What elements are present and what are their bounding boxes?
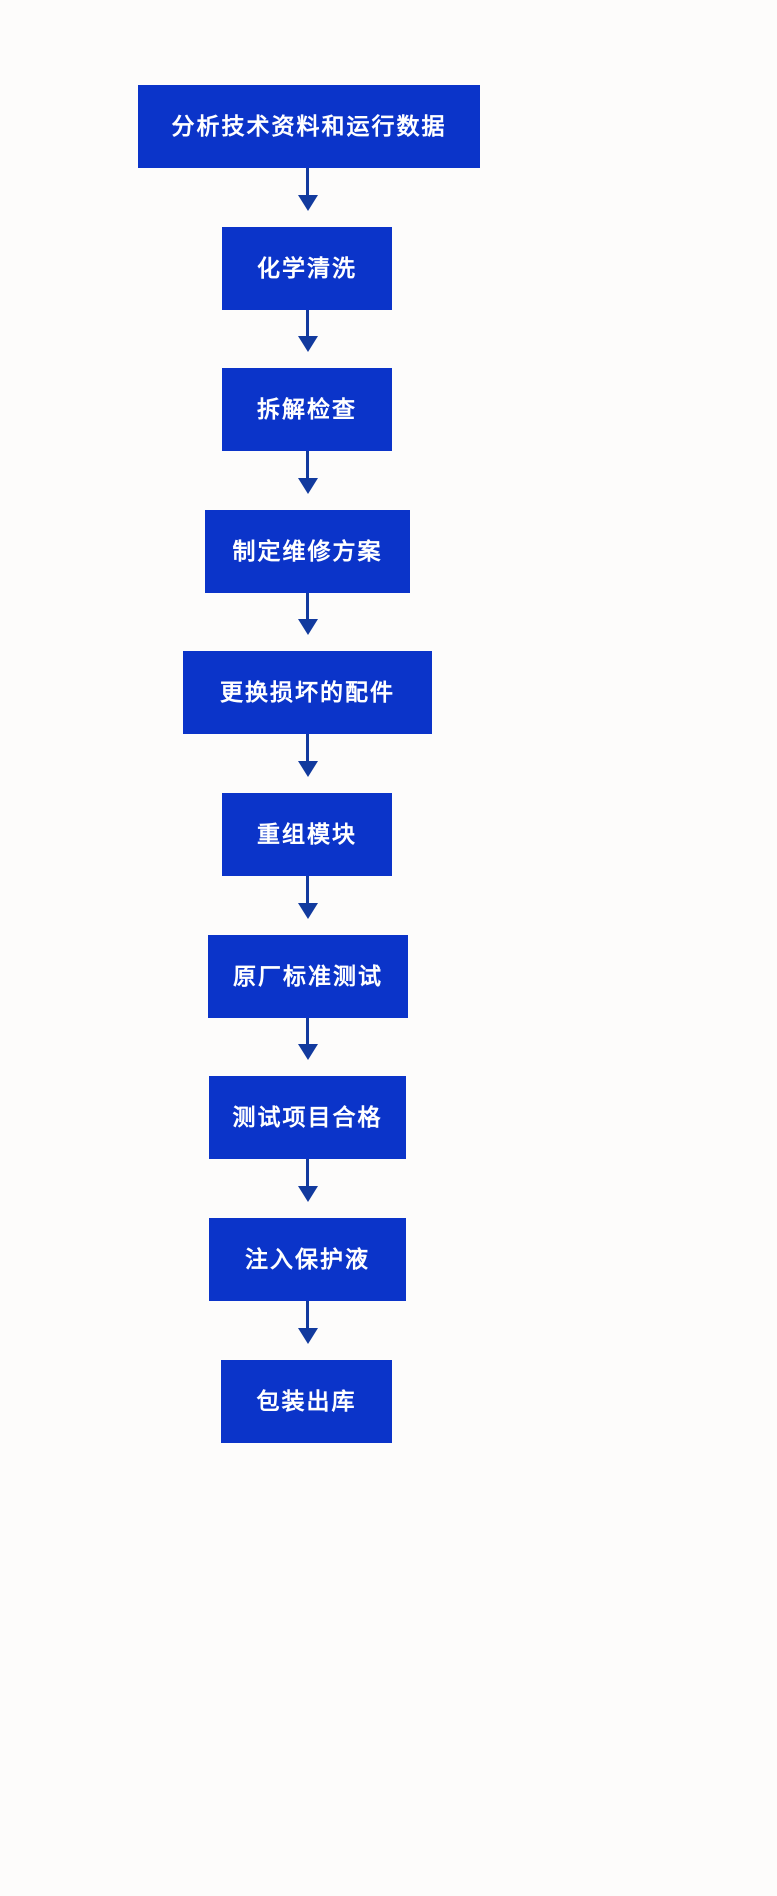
arrowhead-icon: [298, 195, 318, 211]
flowchart-node-label: 拆解检查: [257, 395, 357, 422]
arrowhead-icon: [298, 1328, 318, 1344]
flowchart-node-label: 测试项目合格: [232, 1103, 383, 1130]
flowchart-node[interactable]: 拆解检查: [222, 368, 392, 451]
connector-arrow: [306, 593, 309, 621]
connector-arrow: [306, 168, 309, 197]
flowchart-node[interactable]: 更换损坏的配件: [183, 651, 432, 734]
flowchart-node-label: 注入保护液: [245, 1245, 370, 1272]
flowchart-node-label: 重组模块: [257, 820, 357, 847]
flowchart-node[interactable]: 制定维修方案: [205, 510, 410, 593]
flowchart-node-label: 原厂标准测试: [233, 962, 383, 989]
arrowhead-icon: [298, 336, 318, 352]
arrowhead-icon: [298, 761, 318, 777]
flowchart-node[interactable]: 化学清洗: [222, 227, 392, 310]
arrowhead-icon: [298, 1186, 318, 1202]
flowchart-node[interactable]: 分析技术资料和运行数据: [138, 85, 480, 168]
flowchart-node[interactable]: 包装出库: [221, 1360, 392, 1443]
arrowhead-icon: [298, 478, 318, 494]
connector-arrow: [306, 1301, 309, 1330]
connector-arrow: [306, 1018, 309, 1046]
arrowhead-icon: [298, 619, 318, 635]
connector-arrow: [306, 734, 309, 763]
arrowhead-icon: [298, 903, 318, 919]
flowchart-node[interactable]: 测试项目合格: [209, 1076, 406, 1159]
flowchart-node[interactable]: 重组模块: [222, 793, 392, 876]
connector-arrow: [306, 876, 309, 905]
connector-arrow: [306, 1159, 309, 1188]
flowchart-node-label: 包装出库: [256, 1387, 357, 1414]
flowchart-node-label: 化学清洗: [257, 254, 357, 281]
flowchart-node-label: 更换损坏的配件: [220, 678, 395, 705]
flowchart-node-label: 制定维修方案: [232, 537, 383, 564]
flowchart-node[interactable]: 注入保护液: [209, 1218, 406, 1301]
connector-arrow: [306, 310, 309, 338]
connector-arrow: [306, 451, 309, 480]
arrowhead-icon: [298, 1044, 318, 1060]
flowchart-node[interactable]: 原厂标准测试: [208, 935, 408, 1018]
flowchart-node-label: 分析技术资料和运行数据: [171, 112, 447, 139]
